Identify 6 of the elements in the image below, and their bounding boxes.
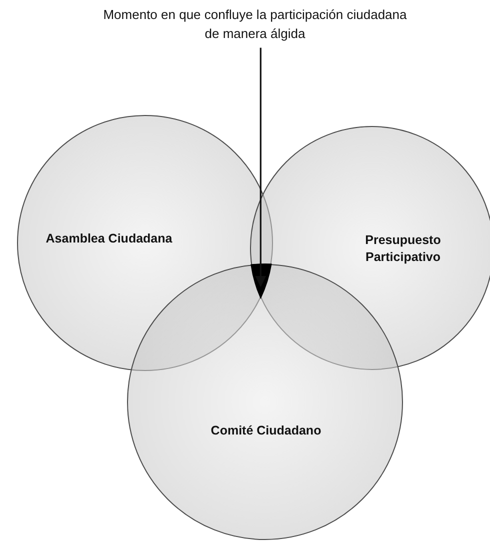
annotation-text: Momento en que confluye la participación ciudadana de manera álgida xyxy=(95,6,415,44)
circle-label: Presupuesto Participativo xyxy=(364,232,442,266)
circle-label: Asamblea Ciudadana xyxy=(46,230,172,248)
leader-arrow xyxy=(255,48,266,287)
circle-label: Comité Ciudadano xyxy=(210,422,322,440)
intersection-region xyxy=(250,264,272,298)
